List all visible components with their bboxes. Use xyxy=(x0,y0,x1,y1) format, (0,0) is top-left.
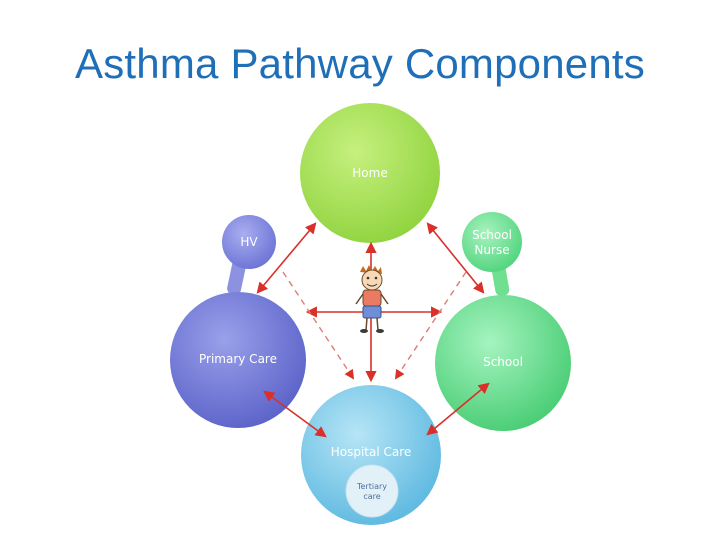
school-nurse-label-line1: School xyxy=(472,228,512,242)
hospital-care-label: Hospital Care xyxy=(331,445,412,459)
arrow-primary-hospital xyxy=(263,390,327,438)
school-label: School xyxy=(483,355,523,369)
tertiary-care-label-line1: Tertiary xyxy=(356,482,387,491)
arrow-school-hospital xyxy=(426,382,490,436)
tertiary-care-node xyxy=(345,464,399,518)
hv-node: HV xyxy=(222,215,276,269)
arrow-home-primary xyxy=(256,222,317,294)
school-nurse-node: School Nurse xyxy=(462,212,522,272)
tertiary-care-label-line2: care xyxy=(363,492,380,501)
school-nurse-label-line2: Nurse xyxy=(474,243,509,257)
hv-label: HV xyxy=(240,235,258,249)
page-title: Asthma Pathway Components xyxy=(75,40,645,87)
arrow-home-school xyxy=(426,222,485,294)
primary-care-label: Primary Care xyxy=(199,352,277,366)
child-figure-icon xyxy=(355,265,389,333)
home-label: Home xyxy=(352,166,387,180)
home-node: Home xyxy=(300,103,440,243)
hospital-care-node: Hospital Care Tertiary care xyxy=(301,385,441,525)
